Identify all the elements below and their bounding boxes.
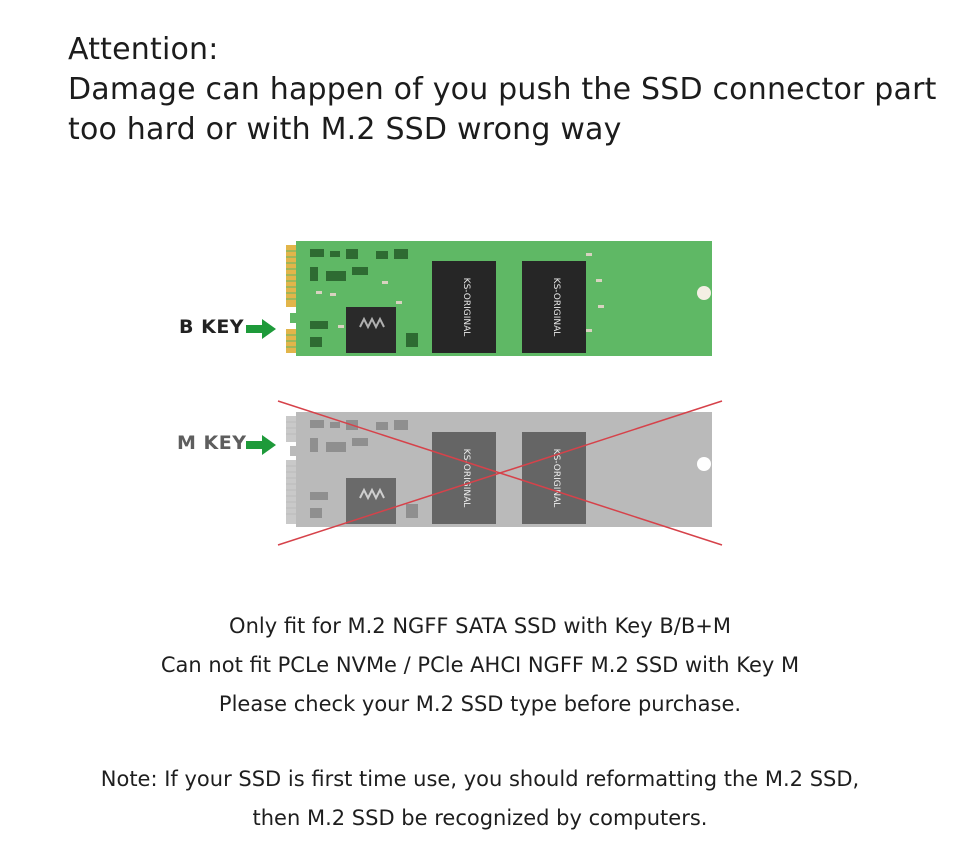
m-key-arrow-icon xyxy=(246,435,276,455)
b-key-arrow-icon xyxy=(246,319,276,339)
note-line-1: Note: If your SSD is first time use, you… xyxy=(100,767,860,791)
nand-chip-right-label: KS-ORIGINAL xyxy=(551,278,561,337)
nand-chip-left-label-gray: KS-ORIGINAL xyxy=(461,449,471,508)
attention-line-1: Damage can happen of you push the SSD co… xyxy=(68,72,937,107)
note-line-2: then M.2 SSD be recognized by computers. xyxy=(252,806,708,830)
b-key-label: B KEY xyxy=(179,316,245,338)
compatibility-info: Only fit for M.2 NGFF SATA SSD with Key … xyxy=(0,607,960,724)
wrong-cross-icon xyxy=(277,400,723,546)
nand-chip-right-label-gray: KS-ORIGINAL xyxy=(551,449,561,508)
m-key-label: M KEY xyxy=(177,432,247,454)
attention-line-2: too hard or with M.2 SSD wrong way xyxy=(68,112,622,147)
note-block: Note: If your SSD is first time use, you… xyxy=(0,760,960,838)
attention-title: Attention: xyxy=(68,32,219,67)
attention-headline: Attention: Damage can happen of you push… xyxy=(68,30,937,150)
nand-chip-left-label: KS-ORIGINAL xyxy=(461,278,471,337)
ssd-m-key-image: KS-ORIGINAL KS-ORIGINAL xyxy=(286,412,712,527)
compatibility-line-2: Can not fit PCLe NVMe / PCle AHCI NGFF M… xyxy=(160,653,800,677)
compatibility-line-3: Please check your M.2 SSD type before pu… xyxy=(218,692,742,716)
compatibility-line-1: Only fit for M.2 NGFF SATA SSD with Key … xyxy=(229,614,731,638)
ssd-b-key-image: KS-ORIGINAL KS-ORIGINAL xyxy=(286,241,712,356)
